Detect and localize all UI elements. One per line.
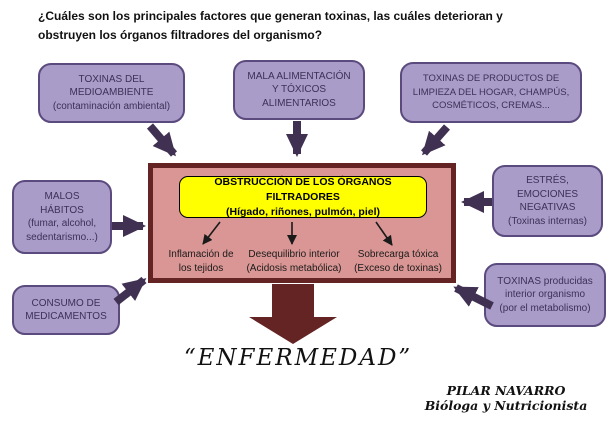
author-name: PILAR NAVARRO bbox=[446, 383, 566, 398]
box-toxinas-medioambiente: TOXINAS DEL MEDIOAMBIENTE (contaminación… bbox=[38, 63, 185, 123]
arrow-limpieza-to-center bbox=[421, 124, 450, 156]
question-title-line-1: ¿Cuáles son los principales factores que… bbox=[38, 9, 503, 23]
consequence-line: (Exceso de toxinas) bbox=[354, 262, 442, 274]
box-line: MEDIOAMBIENTE bbox=[69, 87, 154, 99]
box-mala-alimentacion: MALA ALIMENTACIÓN Y TÓXICOS ALIMENTARIOS bbox=[233, 60, 365, 120]
box-line: Y TÓXICOS bbox=[271, 84, 327, 96]
box-line: EMOCIONES bbox=[516, 188, 579, 200]
box-line: (Toxinas internas) bbox=[508, 215, 587, 227]
box-consumo-medicamentos: CONSUMO DE MEDICAMENTOS bbox=[12, 285, 120, 335]
box-line: NEGATIVAS bbox=[519, 202, 576, 213]
box-line: HÁBITOS bbox=[40, 204, 84, 216]
author-role: Bióloga y Nutricionista bbox=[424, 398, 588, 413]
box-line: CONSUMO DE bbox=[31, 297, 101, 309]
box-line: TOXINAS DE PRODUCTOS DE bbox=[422, 73, 560, 85]
consequence-line: Inflamación de bbox=[168, 249, 234, 260]
author-signature: PILAR NAVARRO Bióloga y Nutricionista bbox=[425, 383, 588, 413]
arrow-medicamentos-to-center bbox=[113, 276, 147, 306]
consequence-desequilibrio: Desequilibrio interior (Acidosis metaból… bbox=[246, 248, 341, 275]
arrow-medioambiente-to-center bbox=[146, 123, 178, 157]
question-title-line-2: obstruyen los órganos filtradores del or… bbox=[38, 28, 323, 42]
box-line: sedentarismo...) bbox=[26, 231, 98, 243]
consequence-line: los tejidos bbox=[178, 262, 224, 274]
consequence-line: Sobrecarga tóxica bbox=[357, 249, 439, 260]
box-line: TOXINAS DEL bbox=[78, 73, 145, 85]
box-line: COSMÉTICOS, CREMAS... bbox=[432, 100, 550, 112]
obstruction-subtitle: (Hígado, riñones, pulmón, piel) bbox=[226, 205, 380, 218]
obstruction-title-box: OBSTRUCCIÓN DE LOS ÓRGANOS FILTRADORES (… bbox=[179, 176, 427, 218]
box-line: MALOS bbox=[44, 191, 80, 202]
question-title: ¿Cuáles son los principales factores que… bbox=[38, 7, 593, 45]
box-line: (por el metabolismo) bbox=[499, 302, 591, 314]
enfermedad-label: “ENFERMEDAD” bbox=[183, 345, 413, 371]
consequence-inflamacion: Inflamación de los tejidos bbox=[168, 248, 233, 275]
consequence-line: Desequilibrio interior bbox=[248, 249, 340, 260]
box-line: (fumar, alcohol, bbox=[27, 218, 97, 229]
consequence-line: (Acidosis metabólica) bbox=[246, 262, 342, 274]
obstruction-title: OBSTRUCCIÓN DE LOS ÓRGANOS FILTRADORES bbox=[214, 175, 392, 203]
arrow-center-to-enfermedad bbox=[249, 284, 337, 344]
consequence-sobrecarga: Sobrecarga tóxica (Exceso de toxinas) bbox=[354, 248, 442, 275]
box-line: ALIMENTARIOS bbox=[262, 97, 336, 109]
box-line: TOXINAS producidas bbox=[497, 275, 593, 287]
box-line: interior organismo bbox=[504, 289, 586, 301]
box-line: MALA ALIMENTACIÓN bbox=[247, 70, 351, 82]
box-line: (contaminación ambiental) bbox=[52, 100, 171, 112]
box-malos-habitos: MALOS HÁBITOS (fumar, alcohol, sedentari… bbox=[12, 180, 112, 254]
box-line: ESTRÉS, bbox=[526, 175, 569, 186]
box-line: MEDICAMENTOS bbox=[25, 311, 107, 322]
box-estres-emociones: ESTRÉS, EMOCIONES NEGATIVAS (Toxinas int… bbox=[492, 165, 603, 237]
box-line: LIMPIEZA DEL HOGAR, CHAMPÚS, bbox=[412, 86, 570, 98]
box-toxinas-metabolismo: TOXINAS producidas interior organismo (p… bbox=[484, 263, 606, 327]
box-productos-limpieza: TOXINAS DE PRODUCTOS DE LIMPIEZA DEL HOG… bbox=[400, 62, 582, 123]
